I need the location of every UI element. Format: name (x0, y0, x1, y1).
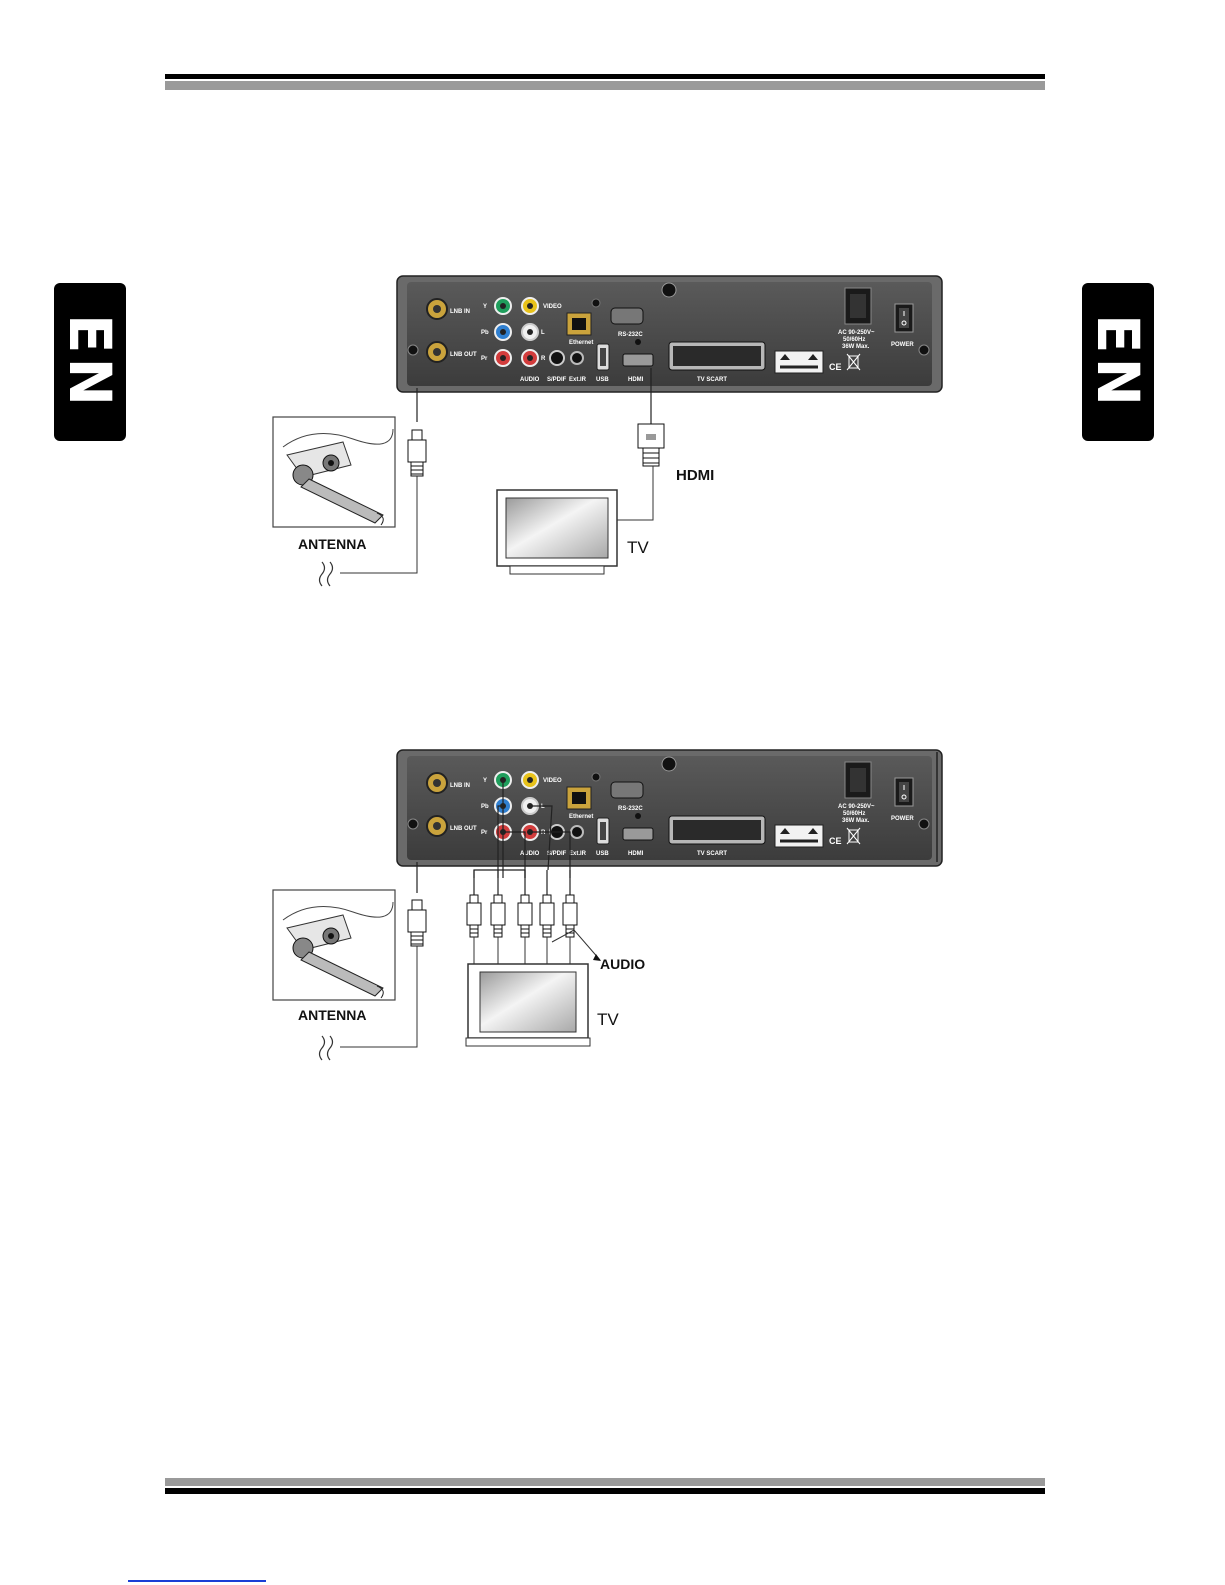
antenna-label: ANTENNA (298, 1007, 366, 1023)
ac-freq-label: 50/60Hz (843, 811, 865, 817)
signal-waves-icon (320, 1036, 333, 1060)
usb-label: USB (596, 377, 609, 383)
r-label: R (541, 830, 546, 836)
spdif-label: S/PDIF (547, 851, 567, 857)
ac-rating-label: AC 90-250V~ (838, 330, 875, 336)
lnb-in-label: LNB IN (450, 783, 470, 789)
audio-label: AUDIO (520, 851, 540, 857)
antenna-plug (408, 430, 426, 476)
y-label: Y (483, 304, 487, 310)
video-label: VIDEO (543, 304, 562, 310)
rs232c-label: RS-232C (618, 332, 643, 338)
tv-label: TV (597, 1010, 619, 1029)
tv-label: TV (627, 538, 649, 557)
rca-plug-pb (491, 895, 505, 937)
tv-illustration (497, 490, 617, 574)
power-label: POWER (891, 342, 914, 348)
l-label: L (541, 330, 545, 336)
lnb-in-label: LNB IN (450, 309, 470, 315)
pb-label: Pb (481, 330, 489, 336)
rs232c-label: RS-232C (618, 806, 643, 812)
tv-scart-label: TV SCART (697, 851, 727, 857)
ac-rating-label: AC 90-250V~ (838, 804, 875, 810)
y-label: Y (483, 778, 487, 784)
rca-plug-y (467, 895, 481, 937)
hdmi-cable-label: HDMI (676, 467, 714, 484)
footer-link-underline[interactable] (128, 1580, 266, 1582)
lnb-out-label: LNB OUT (450, 826, 477, 832)
ethernet-label: Ethernet (569, 340, 593, 346)
ac-power-label: 36W Max. (842, 344, 870, 350)
ext-ir-label: Ext.IR (569, 377, 587, 383)
receiver-rear-panel: LNB IN LNB OUT Y Pb Pr VIDEO L R AUDIO S… (397, 750, 942, 866)
ce-mark: CE (829, 362, 842, 372)
ce-mark: CE (829, 836, 842, 846)
antenna-illustration (273, 890, 395, 1000)
antenna-label: ANTENNA (298, 536, 366, 552)
ext-ir-label: Ext.IR (569, 851, 587, 857)
pr-label: Pr (481, 830, 488, 836)
hdmi-port-label: HDMI (628, 851, 644, 857)
lnb-out-label: LNB OUT (450, 352, 477, 358)
rca-plug-pr (518, 895, 532, 937)
pb-label: Pb (481, 804, 489, 810)
tv-illustration (466, 964, 590, 1046)
antenna-illustration (273, 417, 395, 527)
pr-label: Pr (481, 356, 488, 362)
ac-power-label: 36W Max. (842, 818, 870, 824)
receiver-rear-panel: LNB IN LNB OUT Y Pb Pr VIDEO L R AUDIO S… (397, 276, 942, 392)
hdmi-port-label: HDMI (628, 377, 644, 383)
ac-freq-label: 50/60Hz (843, 337, 865, 343)
l-label: L (541, 804, 545, 810)
spdif-label: S/PDIF (547, 377, 567, 383)
tv-scart-label: TV SCART (697, 377, 727, 383)
footer-rule (165, 1478, 1045, 1494)
hdmi-plug (638, 424, 664, 466)
rca-plug-audio-l (540, 895, 554, 937)
video-label: VIDEO (543, 778, 562, 784)
diagram-hdmi: LNB IN LNB OUT Y Pb Pr VIDEO L R AUDIO S… (273, 276, 942, 586)
ethernet-label: Ethernet (569, 814, 593, 820)
diagram-component: LNB IN LNB OUT Y Pb Pr VIDEO L R AUDIO S… (273, 750, 942, 1060)
signal-waves-icon (320, 562, 333, 586)
r-label: R (541, 356, 546, 362)
antenna-plug (408, 900, 426, 946)
audio-label: AUDIO (520, 377, 540, 383)
power-label: POWER (891, 816, 914, 822)
usb-label: USB (596, 851, 609, 857)
audio-cable-label: AUDIO (600, 956, 645, 972)
